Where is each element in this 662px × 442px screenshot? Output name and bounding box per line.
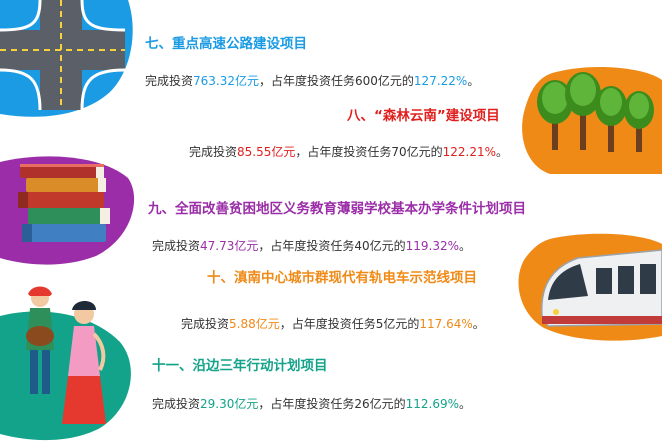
section-8-title: 八、“森林云南”建设项目 — [347, 108, 500, 124]
section-10-summary: 完成投资5.88亿元，占年度投资任务5亿元的117.64%。 — [181, 315, 485, 332]
tram-icon — [518, 233, 662, 341]
book-stack-icon — [0, 156, 135, 265]
section-10-middle: ，占年度投资任务5亿元的 — [279, 317, 420, 331]
section-11-amount: 29.30亿元 — [200, 397, 259, 411]
section-7-amount: 763.32亿元 — [193, 74, 260, 88]
section-9-summary: 完成投资47.73亿元，占年度投资任务40亿元的119.32%。 — [152, 237, 471, 254]
section-7-title: 七、重点高速公路建设项目 — [145, 36, 307, 52]
section-8-summary: 完成投资85.55亿元，占年度投资任务70亿元的122.21%。 — [189, 143, 508, 160]
section-9-amount: 47.73亿元 — [200, 239, 259, 253]
section-8-middle: ，占年度投资任务70亿元的 — [295, 145, 443, 159]
section-7-summary: 完成投资763.32亿元，占年度投资任务600亿元的127.22%。 — [145, 72, 479, 89]
section-7-middle: ，占年度投资任务600亿元的 — [259, 74, 414, 88]
section-8-amount: 85.55亿元 — [237, 145, 296, 159]
section-11-percent: 112.69% — [405, 397, 460, 411]
section-9-middle: ，占年度投资任务40亿元的 — [258, 239, 406, 253]
section-11-prefix: 完成投资 — [152, 397, 201, 411]
section-11-summary: 完成投资29.30亿元，占年度投资任务26亿元的112.69%。 — [152, 395, 471, 412]
highway-interchange-icon — [0, 0, 133, 117]
section-11-middle: ，占年度投资任务26亿元的 — [258, 397, 406, 411]
section-10-percent: 117.64% — [419, 317, 473, 331]
section-10-amount: 5.88亿元 — [229, 317, 280, 331]
section-7-suffix: 。 — [467, 74, 480, 88]
section-10-suffix: 。 — [472, 317, 485, 331]
section-11-title: 十一、沿边三年行动计划项目 — [152, 358, 328, 374]
section-8-percent: 122.21% — [442, 145, 497, 159]
section-8-suffix: 。 — [496, 145, 509, 159]
section-9-suffix: 。 — [459, 239, 472, 253]
section-9-prefix: 完成投资 — [152, 239, 201, 253]
section-7-prefix: 完成投资 — [145, 74, 194, 88]
section-8-prefix: 完成投资 — [189, 145, 238, 159]
ethnic-dancers-icon — [0, 286, 131, 441]
section-10-prefix: 完成投资 — [181, 317, 230, 331]
section-7-percent: 127.22% — [413, 74, 468, 88]
section-10-title: 十、滇南中心城市群现代有轨电车示范线项目 — [207, 270, 477, 286]
section-9-percent: 119.32% — [405, 239, 460, 253]
section-9-title: 九、全面改善贫困地区义务教育薄弱学校基本办学条件计划项目 — [148, 201, 526, 217]
forest-trees-icon — [522, 66, 662, 174]
section-11-suffix: 。 — [459, 397, 472, 411]
